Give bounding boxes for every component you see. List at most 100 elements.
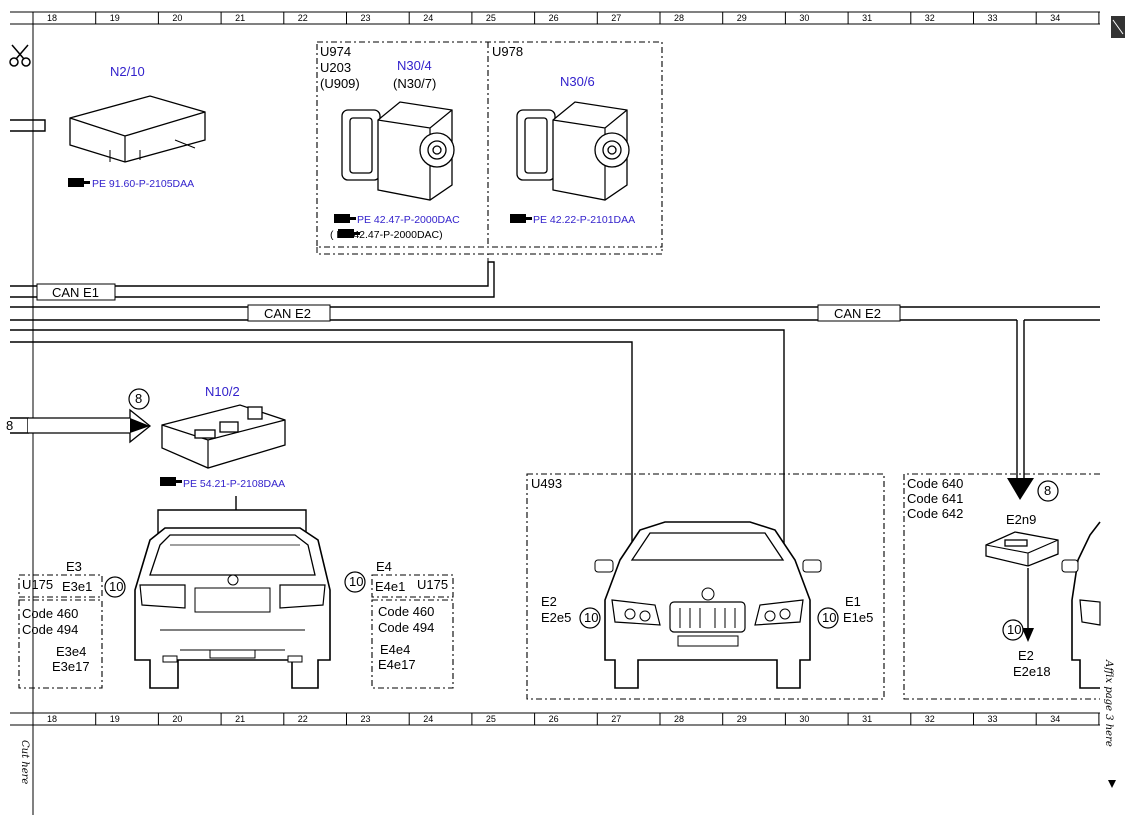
n10-2-module[interactable] [161,404,286,469]
n30-4-ref[interactable]: PE 42.47-P-2000DAC [357,214,460,226]
top-ruler-column-30: 30 [799,13,809,23]
top-ruler-column-19: 19 [110,13,120,23]
n30-6-label[interactable]: N30/6 [560,74,595,89]
pointing-hand-icon [338,229,360,238]
e4-frame [371,574,454,598]
n10-2-label[interactable]: N10/2 [205,384,240,399]
bottom-ruler-column-22: 22 [298,714,308,724]
bottom-ruler-column-29: 29 [737,714,747,724]
bottom-ruler-column-30: 30 [799,714,809,724]
e3-group: E3 [66,559,82,574]
e2-group-right: E2 [1018,648,1034,663]
svg-text:10: 10 [349,574,363,589]
can-e1-bus [10,261,495,298]
top-ruler-column-22: 22 [298,13,308,23]
can-e1-tag [36,283,116,301]
affix-page-note: Affix page 3 here [1103,659,1114,747]
n2-10-label[interactable]: N2/10 [110,64,145,79]
n10-2-ref[interactable]: PE 54.21-P-2108DAA [183,478,285,490]
n30-6-ref[interactable]: PE 42.22-P-2101DAA [533,214,635,226]
down-triangle-icon [1108,780,1116,788]
arrow-right-icon [130,418,150,433]
n2-10-module[interactable] [69,95,206,163]
pointing-hand-icon [510,214,532,223]
callout-10 [579,607,601,629]
e3e17-label: E3e17 [52,659,90,674]
page-corner-icon [1111,16,1125,38]
top-ruler-column-25: 25 [486,13,496,23]
e2e5-label: E2e5 [541,610,571,625]
e2e18-label: E2e18 [1013,664,1051,679]
n30-4-label[interactable]: N30/4 [397,58,432,73]
svg-text:10: 10 [109,579,123,594]
e2-group: E2 [541,594,557,609]
e1-group: E1 [845,594,861,609]
e4-code-494: Code 494 [378,620,434,635]
e2n9-label: E2n9 [1006,512,1036,527]
e4e1-label: E4e1 [375,579,405,594]
n10-2-callout: 8 [135,391,142,406]
top-ruler-column-20: 20 [172,13,182,23]
pointing-hand-icon [68,178,90,187]
u974-code: U974 [320,44,351,59]
can-e2-label-right: CAN E2 [834,306,881,321]
front-car-illustration [594,521,822,689]
top-ruler-column-27: 27 [611,13,621,23]
bottom-ruler-column-34: 34 [1050,714,1060,724]
n30-4-unit[interactable] [341,101,455,201]
n2-10-ref[interactable]: PE 91.60-P-2105DAA [92,178,194,190]
e3-u175: U175 [22,577,53,592]
bottom-ruler-column-28: 28 [674,714,684,724]
bottom-ruler-column-23: 23 [361,714,371,724]
bottom-ruler-column-18: 18 [47,714,57,724]
rear-car-illustration [134,527,331,689]
can-e2-tag-right [817,304,901,322]
bottom-ruler-column-33: 33 [988,714,998,724]
can-e1-label: CAN E1 [52,285,99,300]
u909-code: (U909) [320,76,360,91]
e1e5-label: E1e5 [843,610,873,625]
n30-group-frame [316,41,663,248]
e4-u175: U175 [417,577,448,592]
e3-code-494: Code 494 [22,622,78,637]
e3e1-label: E3e1 [62,579,92,594]
e2n9-module[interactable] [985,531,1059,567]
bottom-ruler-column-27: 27 [611,714,621,724]
n30-7-ref: ( PE 42.47-P-2000DAC) [330,229,443,241]
callout-10 [817,607,839,629]
e3-code-460: Code 460 [22,606,78,621]
code-640: Code 640 [907,476,963,491]
callout-10 [104,576,126,598]
n30-6-unit[interactable] [516,101,630,201]
top-ruler-column-21: 21 [235,13,245,23]
top-ruler-column-24: 24 [423,13,433,23]
bottom-ruler-column-26: 26 [549,714,559,724]
e3-frame [18,574,103,598]
bottom-ruler-column-31: 31 [862,714,872,724]
bottom-ruler-column-21: 21 [235,714,245,724]
n30-7-label: (N30/7) [393,76,436,91]
e4e17-label: E4e17 [378,657,416,672]
bottom-ruler-column-19: 19 [110,714,120,724]
top-ruler-column-34: 34 [1050,13,1060,23]
callout-10 [1002,619,1024,641]
top-ruler-column-26: 26 [549,13,559,23]
bottom-ruler-column-20: 20 [172,714,182,724]
e4-code-frame [371,599,454,689]
top-ruler-column-23: 23 [361,13,371,23]
top-ruler-column-31: 31 [862,13,872,23]
connector-stub-top [10,119,46,132]
u493-frame [526,473,885,700]
signal-line-e1 [10,329,785,608]
pointing-hand-icon [160,477,182,486]
top-ruler-column-33: 33 [988,13,998,23]
top-ruler-column-28: 28 [674,13,684,23]
u203-code: U203 [320,60,351,75]
top-ruler-column-29: 29 [737,13,747,23]
u493-code: U493 [531,476,562,491]
can-e2-label-left: CAN E2 [264,306,311,321]
callout-8 [1037,480,1059,502]
